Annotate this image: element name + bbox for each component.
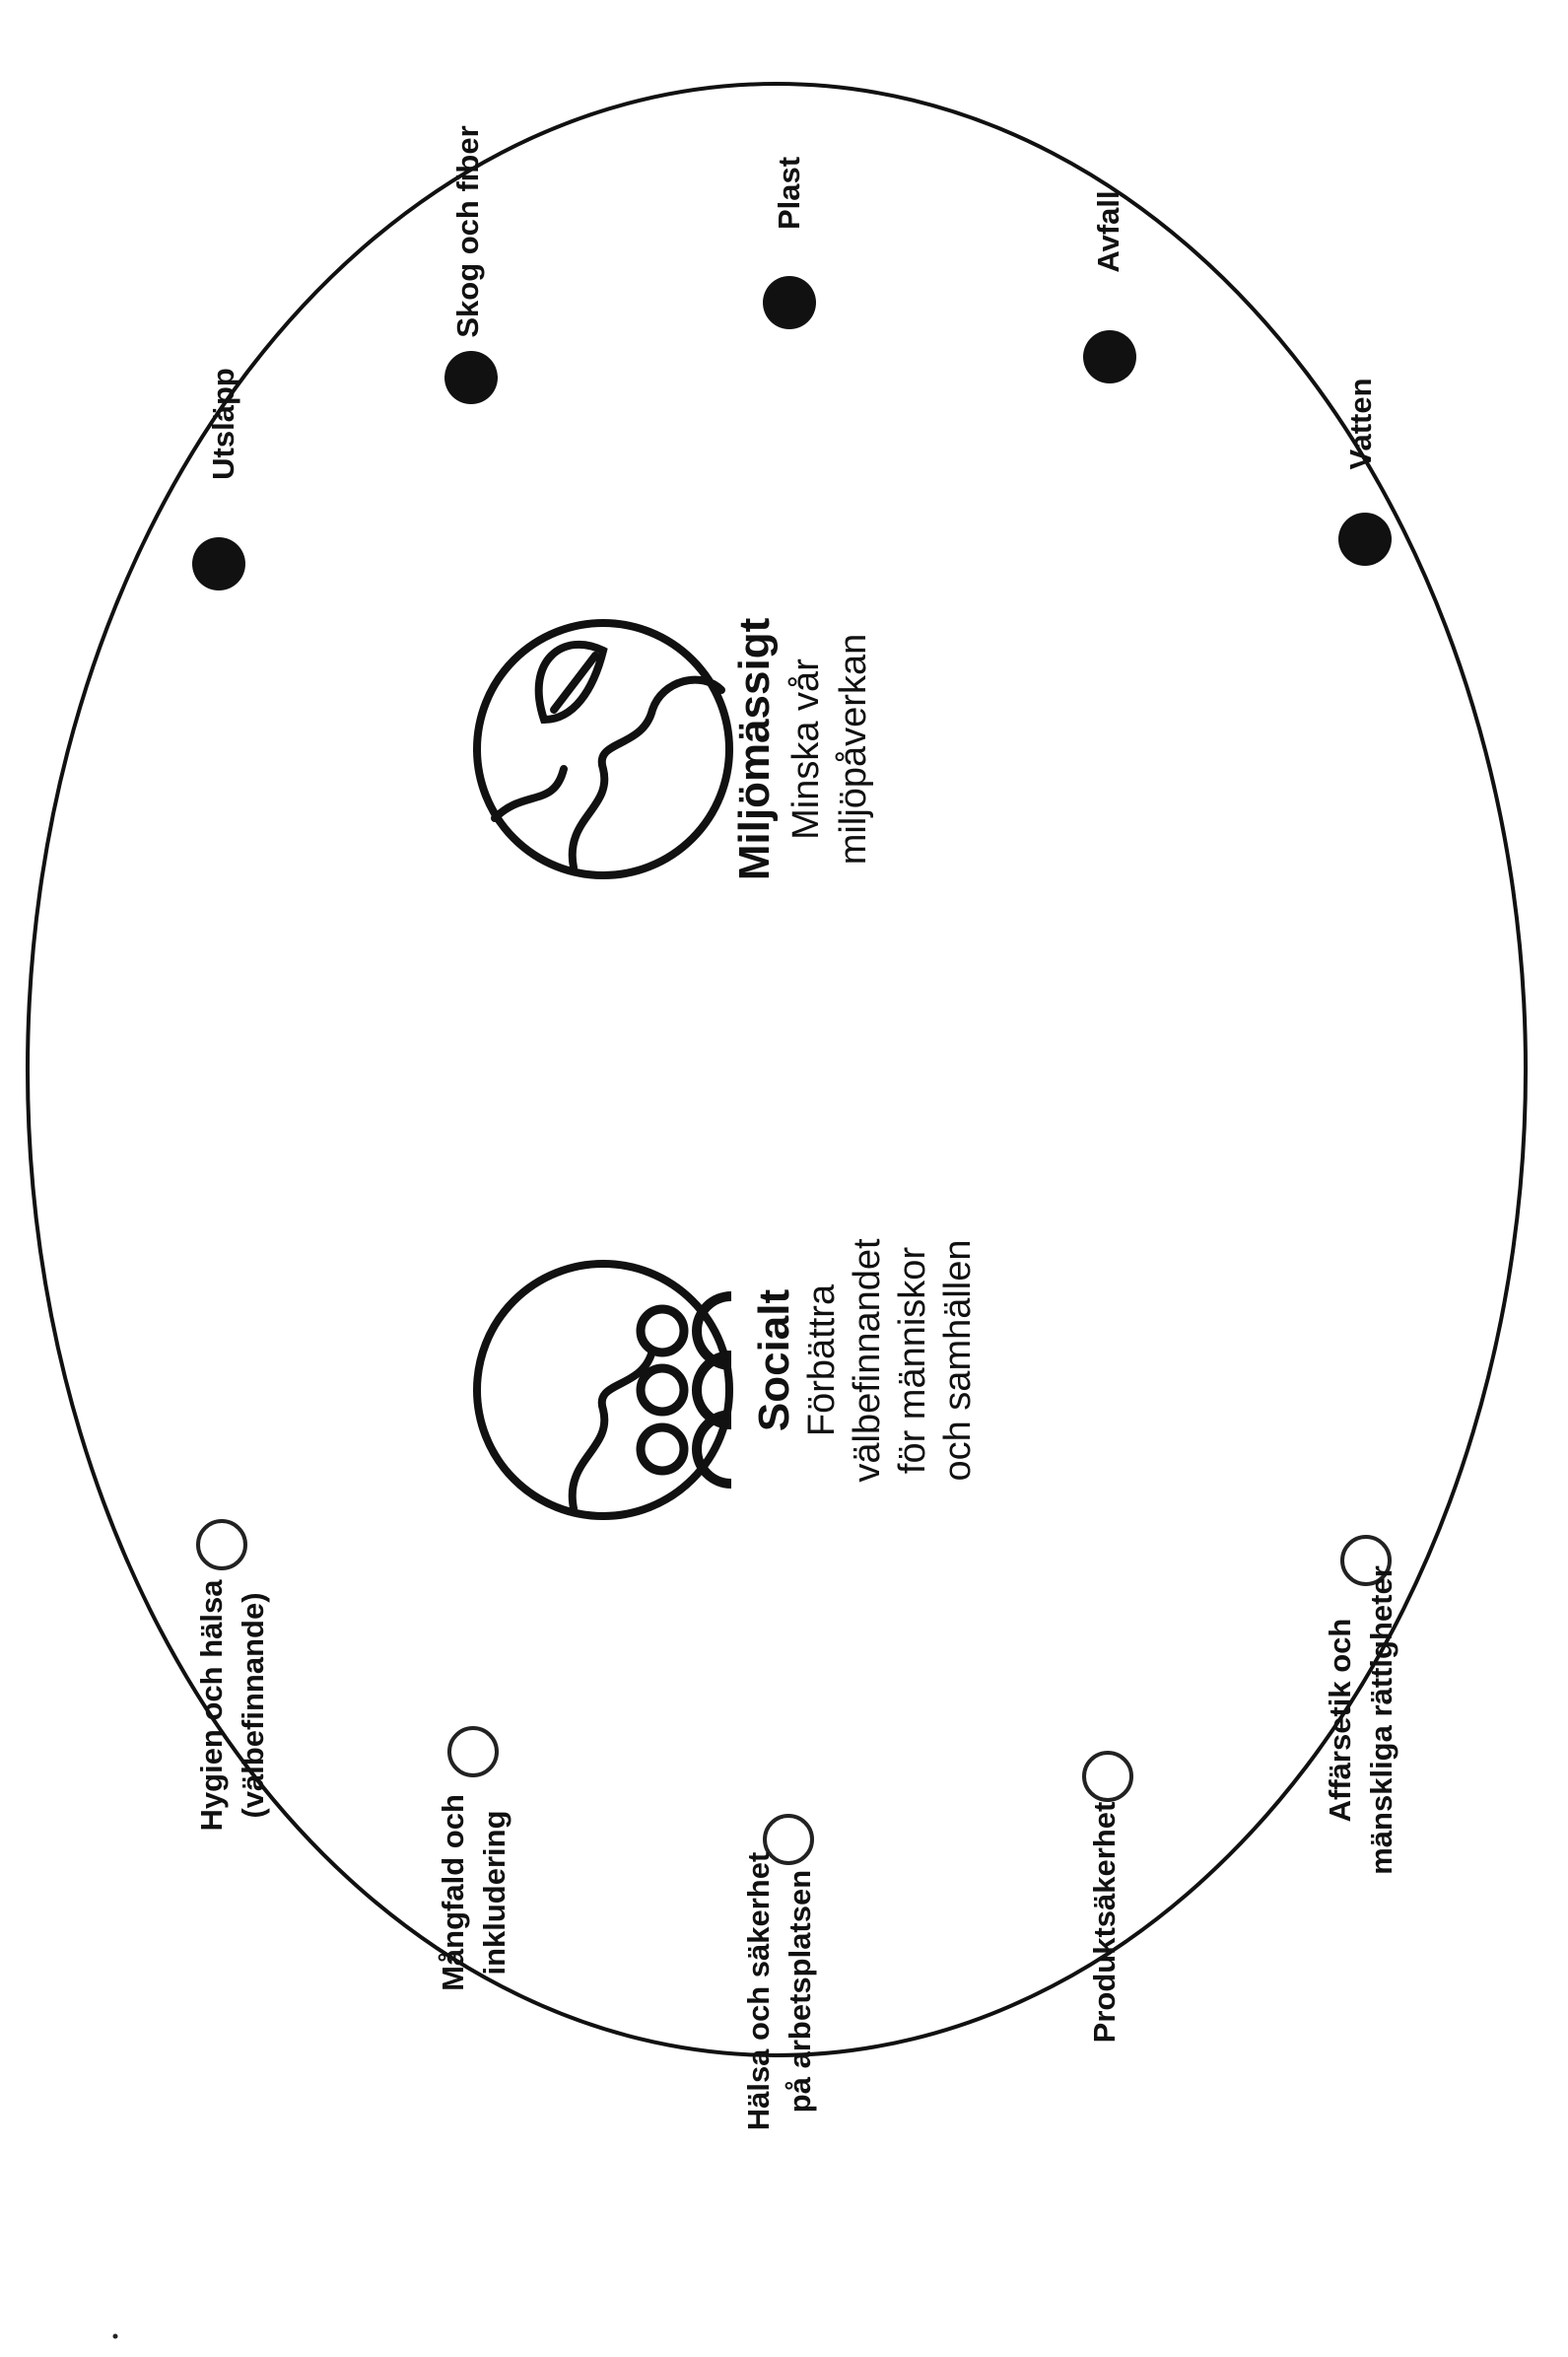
social-section: Socialt Förbättra välbefinnandet för män… xyxy=(473,1238,979,1520)
earth-leaf-icon xyxy=(473,619,733,879)
topic-label-affarsetik-line-1: Affärsetik och xyxy=(1323,1619,1357,1823)
topic-label-affarsetik-line-2: mänskliga rättigheter xyxy=(1364,1565,1398,1875)
topic-label-vatten-line-1: Vatten xyxy=(1343,378,1378,469)
topic-dot-mangfald xyxy=(447,1726,499,1777)
topic-label-skog: Skog och fiber xyxy=(450,125,485,337)
topic-label-utslapp-line-1: Utsläpp xyxy=(206,368,240,480)
topic-dot-plast xyxy=(763,276,816,329)
topic-label-halsa-line-1: Hälsa och säkerhet xyxy=(741,1852,776,2131)
topic-dot-skog xyxy=(444,351,498,404)
topic-label-produkt-line-1: Produktsäkerhet xyxy=(1087,1802,1122,2044)
topic-labels: Utsläpp Skog och fiber Plast AvfallVattenHy… xyxy=(194,125,1398,2130)
environmental-title: Miljömässigt xyxy=(730,617,779,880)
social-subtitle-line-2: välbefinnandet xyxy=(847,1238,888,1483)
earth-people-icon xyxy=(473,1260,733,1520)
topic-label-hygien-line-2: (välbefinnande) xyxy=(236,1592,270,1818)
topic-label-hygien-line-1: Hygien och hälsa xyxy=(194,1579,229,1832)
topic-dot-vatten xyxy=(1338,513,1392,566)
stray-mark xyxy=(112,2333,118,2339)
topic-label-halsa-line-2: på arbetsplatsen xyxy=(783,1870,817,2113)
topic-dot-hygien xyxy=(196,1519,247,1570)
topic-label-hygien: Hygien och hälsa(välbefinnande) xyxy=(194,1579,270,1832)
diagram-circle xyxy=(26,82,1528,2057)
social-subtitle-line-3: för människor xyxy=(892,1247,933,1475)
topic-label-skog-line-1: Skog och fiber xyxy=(450,125,485,337)
topic-dot-halsa xyxy=(763,1814,814,1865)
topic-dot-avfall xyxy=(1083,330,1136,383)
social-title: Socialt xyxy=(750,1289,798,1432)
topic-label-avfall: Avfall xyxy=(1091,190,1125,272)
topic-dot-produkt xyxy=(1082,1751,1133,1802)
topic-label-vatten: Vatten xyxy=(1343,378,1378,469)
environmental-subtitle-line-1: Minska vår xyxy=(785,659,827,840)
topic-label-plast-line-1: Plast xyxy=(772,157,806,230)
social-subtitle-line-4: och samhällen xyxy=(937,1239,979,1481)
social-subtitle-line-1: Förbättra xyxy=(801,1283,843,1436)
topic-label-mangfald-line-1: Mångfald och xyxy=(436,1794,470,1991)
environmental-subtitle-line-2: miljöpåverkan xyxy=(833,634,874,865)
topic-label-plast: Plast xyxy=(772,157,806,230)
topic-label-mangfald-line-2: inkludering xyxy=(477,1810,511,1975)
environmental-section: Miljömässigt Minska vår miljöpåverkan xyxy=(473,617,874,880)
topic-dot-affarsetik xyxy=(1340,1535,1392,1586)
topic-label-utslapp: Utsläpp xyxy=(206,368,240,480)
topic-dots xyxy=(192,276,1392,1865)
topic-label-produkt: Produktsäkerhet xyxy=(1087,1802,1122,2044)
topic-dot-utslapp xyxy=(192,537,245,590)
topic-label-avfall-line-1: Avfall xyxy=(1091,190,1125,272)
